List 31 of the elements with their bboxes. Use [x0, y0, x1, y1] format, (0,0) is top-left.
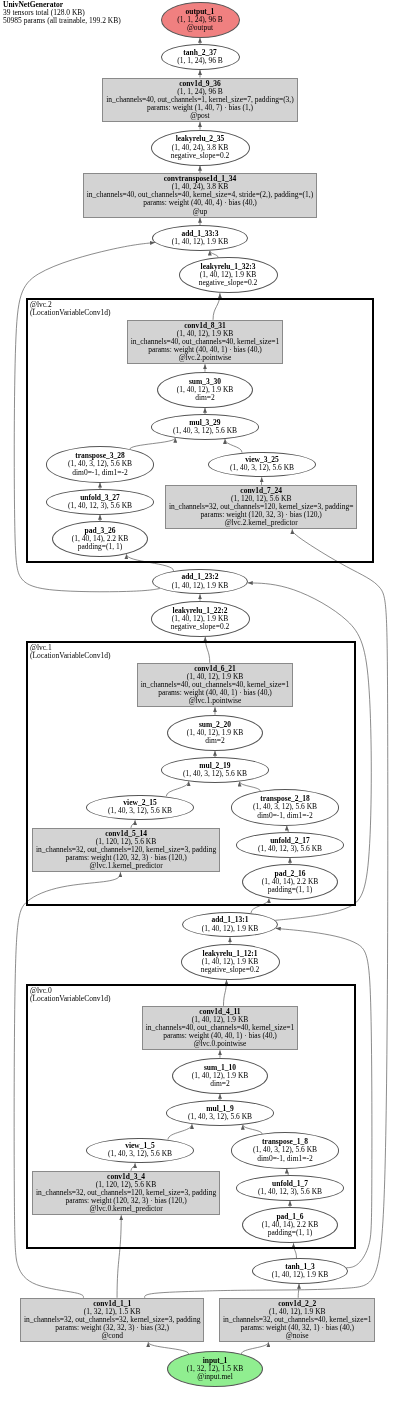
- arrow: [198, 165, 202, 174]
- arrow: [203, 407, 207, 415]
- layer-box: [102, 77, 298, 122]
- layer-box: [82, 173, 318, 218]
- arrow: [198, 37, 202, 45]
- layer-box: [126, 319, 284, 365]
- arrow: [288, 857, 292, 865]
- layer-box: [20, 1297, 205, 1343]
- arrow: [198, 121, 202, 130]
- arrow: [284, 825, 289, 833]
- arrow: [213, 750, 217, 758]
- module-frame: [26, 298, 374, 563]
- arrow: [198, 69, 202, 78]
- arrow: [98, 514, 102, 522]
- operation-ellipse: [152, 225, 248, 251]
- arrow: [284, 1168, 289, 1176]
- layer-box: [165, 484, 358, 530]
- layer-box: [141, 1005, 299, 1051]
- arrow: [218, 1093, 222, 1101]
- arrow: [198, 594, 202, 602]
- module-frame: [26, 641, 356, 906]
- arrow: [98, 482, 102, 490]
- arrow: [288, 1200, 292, 1208]
- layer-box: [136, 662, 294, 708]
- module-frame: [26, 984, 356, 1249]
- layer-box: [32, 827, 221, 873]
- layer-box: [32, 1170, 221, 1216]
- arrow: [198, 217, 202, 226]
- operation-ellipse: [152, 568, 248, 595]
- layer-box: [219, 1297, 376, 1343]
- arrow: [228, 937, 232, 945]
